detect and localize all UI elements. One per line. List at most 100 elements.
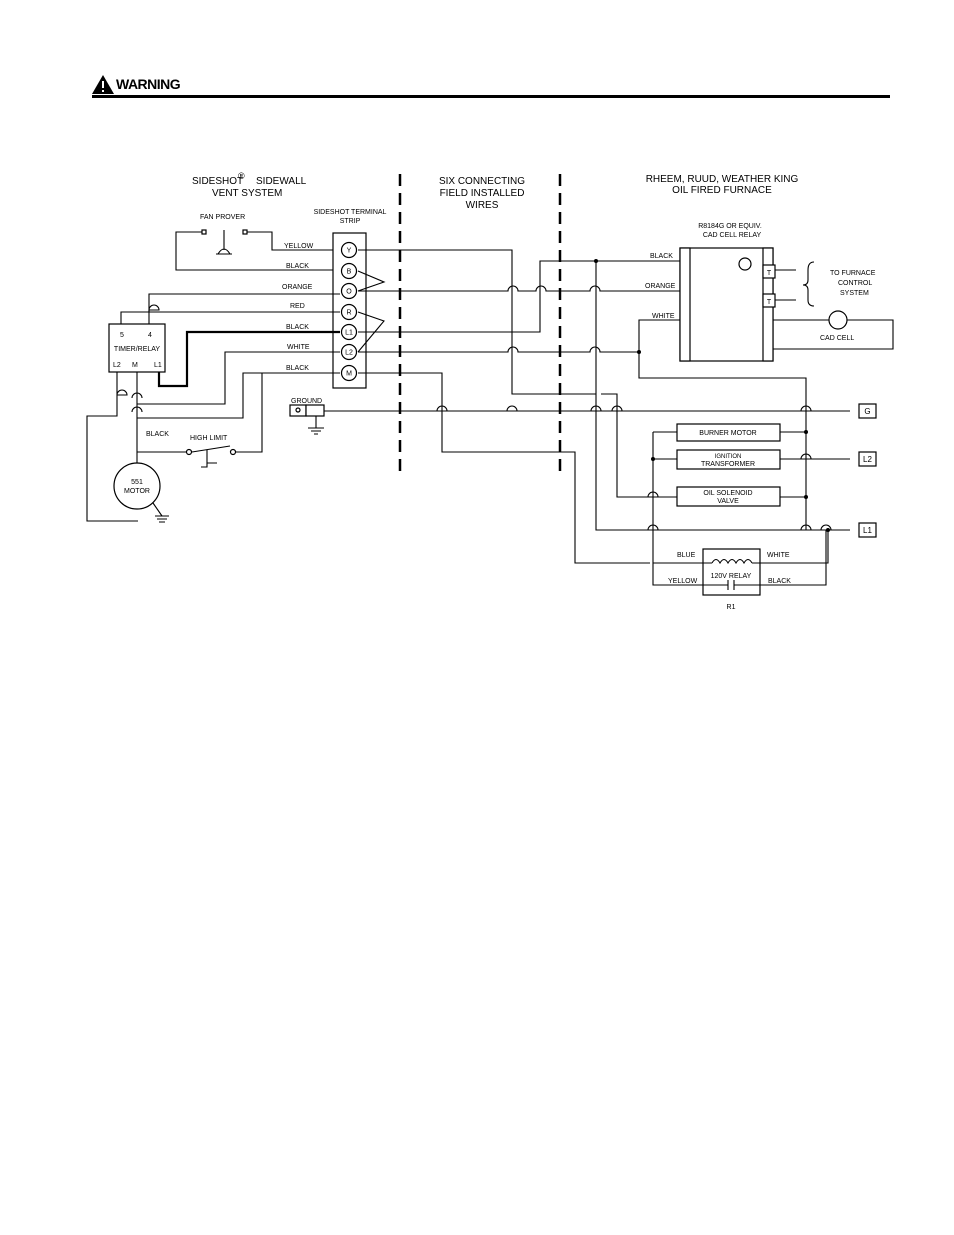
timer-relay-body xyxy=(108,323,166,373)
oil-solenoid-label-2: VALVE xyxy=(717,498,739,505)
burner-motor-label: BURNER MOTOR xyxy=(699,430,756,437)
wire-label-black-b: BLACK xyxy=(286,263,309,270)
ignition-transformer: IGNITION TRANSFORMER xyxy=(676,449,781,470)
ground: GROUND xyxy=(289,398,850,435)
terminal-label-b: B xyxy=(347,269,352,276)
to-furnace-control: TO FURNACE CONTROL SYSTEM xyxy=(830,270,876,297)
supply-terminal-l2: L2 xyxy=(858,451,877,467)
to-furnace-label-3: SYSTEM xyxy=(840,290,869,297)
timer-term-m: M xyxy=(132,362,138,369)
terminal-l2: L2 xyxy=(340,343,358,361)
high-limit-label: HIGH LIMIT xyxy=(190,435,228,442)
oil-solenoid-box xyxy=(676,486,781,507)
six-wires-line2: FIELD INSTALLED xyxy=(440,188,525,199)
fan-prover-contact-left xyxy=(201,229,207,235)
timer-term-5: 5 xyxy=(120,332,124,339)
cad-relay-reset-button xyxy=(738,257,752,271)
terminal-y: Y xyxy=(340,241,358,259)
timer-term-l1: L1 xyxy=(154,362,162,369)
to-furnace-label-1: TO FURNACE xyxy=(830,270,876,277)
cad-cell: CAD CELL xyxy=(773,310,894,350)
terminal-label-o: O xyxy=(346,289,352,296)
section-six-wires: SIX CONNECTING FIELD INSTALLED WIRES xyxy=(439,176,525,211)
warning-header: WARNING xyxy=(92,74,890,100)
wire-label-relay-white: WHITE xyxy=(767,552,790,559)
wire-label-red: RED xyxy=(290,303,305,310)
wire-label-white: WHITE xyxy=(287,344,310,351)
supply-terminal-g: G xyxy=(858,403,877,419)
terminal-m: M xyxy=(340,364,358,382)
cad-relay-body xyxy=(679,247,774,362)
relay-120v-box xyxy=(702,548,761,596)
terminal-l1: L1 xyxy=(340,323,358,341)
cad-cell-relay: R8184G OR EQUIV. CAD CELL RELAY T T xyxy=(679,223,829,362)
timer-term-4: 4 xyxy=(148,332,152,339)
wire-label-yellow: YELLOW xyxy=(284,243,314,250)
motor-label-2: MOTOR xyxy=(124,488,150,495)
terminal-label-y: Y xyxy=(347,248,352,255)
warning-label: WARNING xyxy=(116,76,181,92)
cad-relay-label-1: R8184G OR EQUIV. xyxy=(698,223,762,230)
motor-551: 551 MOTOR xyxy=(113,462,169,523)
cad-term-t1: T xyxy=(767,270,772,277)
timer-relay: TIMER/RELAY 5 4 L2 M L1 xyxy=(108,323,166,373)
relay-id-label: R1 xyxy=(727,604,736,611)
terminal-strip-label-1: SIDESHOT TERMINAL xyxy=(314,209,387,216)
six-wires-line3: WIRES xyxy=(466,200,499,211)
terminal-b: B xyxy=(340,262,358,280)
supply-terminal-label-l1: L1 xyxy=(863,526,872,535)
oil-solenoid-label-1: OIL SOLENOID xyxy=(703,490,752,497)
wire-label-relay-yellow: YELLOW xyxy=(668,578,698,585)
to-furnace-label-2: CONTROL xyxy=(838,280,872,287)
ignition-label-1: IGNITION xyxy=(715,454,742,460)
fan-prover: FAN PROVER xyxy=(175,214,340,271)
section-sideshot: SIDESHOT ® SIDEWALL VENT SYSTEM xyxy=(192,171,307,199)
ignition-transformer-box xyxy=(676,449,781,470)
terminal-label-r: R xyxy=(346,310,351,317)
wire-label-cad-black: BLACK xyxy=(650,253,673,260)
six-wires-line1: SIX CONNECTING xyxy=(439,176,525,187)
ignition-label-2: TRANSFORMER xyxy=(701,461,755,468)
wire-label-black-m: BLACK xyxy=(286,365,309,372)
timer-term-l2: L2 xyxy=(113,362,121,369)
terminal-label-l1: L1 xyxy=(345,330,353,337)
section-furnace: RHEEM, RUUD, WEATHER KING OIL FIRED FURN… xyxy=(646,174,799,196)
timer-relay-label: TIMER/RELAY xyxy=(114,346,160,353)
oil-solenoid-valve: OIL SOLENOID VALVE xyxy=(676,486,781,507)
cad-cell-eye xyxy=(828,310,848,330)
burner-motor: BURNER MOTOR xyxy=(676,423,781,442)
wire-label-cad-orange: ORANGE xyxy=(645,283,676,290)
motor-label-1: 551 xyxy=(131,479,143,486)
wire-label-relay-blue: BLUE xyxy=(677,552,696,559)
terminal-strip-label-2: STRIP xyxy=(340,218,361,225)
supply-terminal-l1: L1 xyxy=(858,522,877,538)
registered-mark: ® xyxy=(238,171,245,181)
sideshot-subtitle: VENT SYSTEM xyxy=(212,188,282,199)
sideshot-title: SIDESHOT xyxy=(192,176,243,187)
wire-label-orange: ORANGE xyxy=(282,284,313,291)
wire-label-cad-white: WHITE xyxy=(652,313,675,320)
terminal-label-l2: L2 xyxy=(345,350,353,357)
wire-label-relay-black: BLACK xyxy=(768,578,791,585)
cad-relay-label-2: CAD CELL RELAY xyxy=(703,232,762,239)
high-limit-switch: HIGH LIMIT xyxy=(137,373,263,468)
header-rule xyxy=(92,95,890,98)
fan-prover-contact-right xyxy=(242,229,248,235)
supply-terminal-label-l2: L2 xyxy=(863,455,872,464)
relay-120v-label: 120V RELAY xyxy=(711,573,752,580)
terminal-label-m: M xyxy=(346,371,352,378)
burner-motor-box xyxy=(676,423,781,442)
wire-label-black-l1: BLACK xyxy=(286,324,309,331)
supply-terminal-label-g: G xyxy=(864,407,870,416)
terminal-strip: SIDESHOT TERMINAL STRIP xyxy=(314,209,387,389)
furnace-line2: OIL FIRED FURNACE xyxy=(672,185,772,196)
motor-circle xyxy=(113,462,161,510)
terminal-o: O xyxy=(340,282,358,300)
warning-triangle-icon xyxy=(92,75,114,94)
cad-cell-label: CAD CELL xyxy=(820,335,854,342)
furnace-line1: RHEEM, RUUD, WEATHER KING xyxy=(646,174,799,185)
terminal-r: R xyxy=(340,303,358,321)
cad-term-t2: T xyxy=(767,299,772,306)
sideshot-title-2: SIDEWALL xyxy=(256,176,307,187)
